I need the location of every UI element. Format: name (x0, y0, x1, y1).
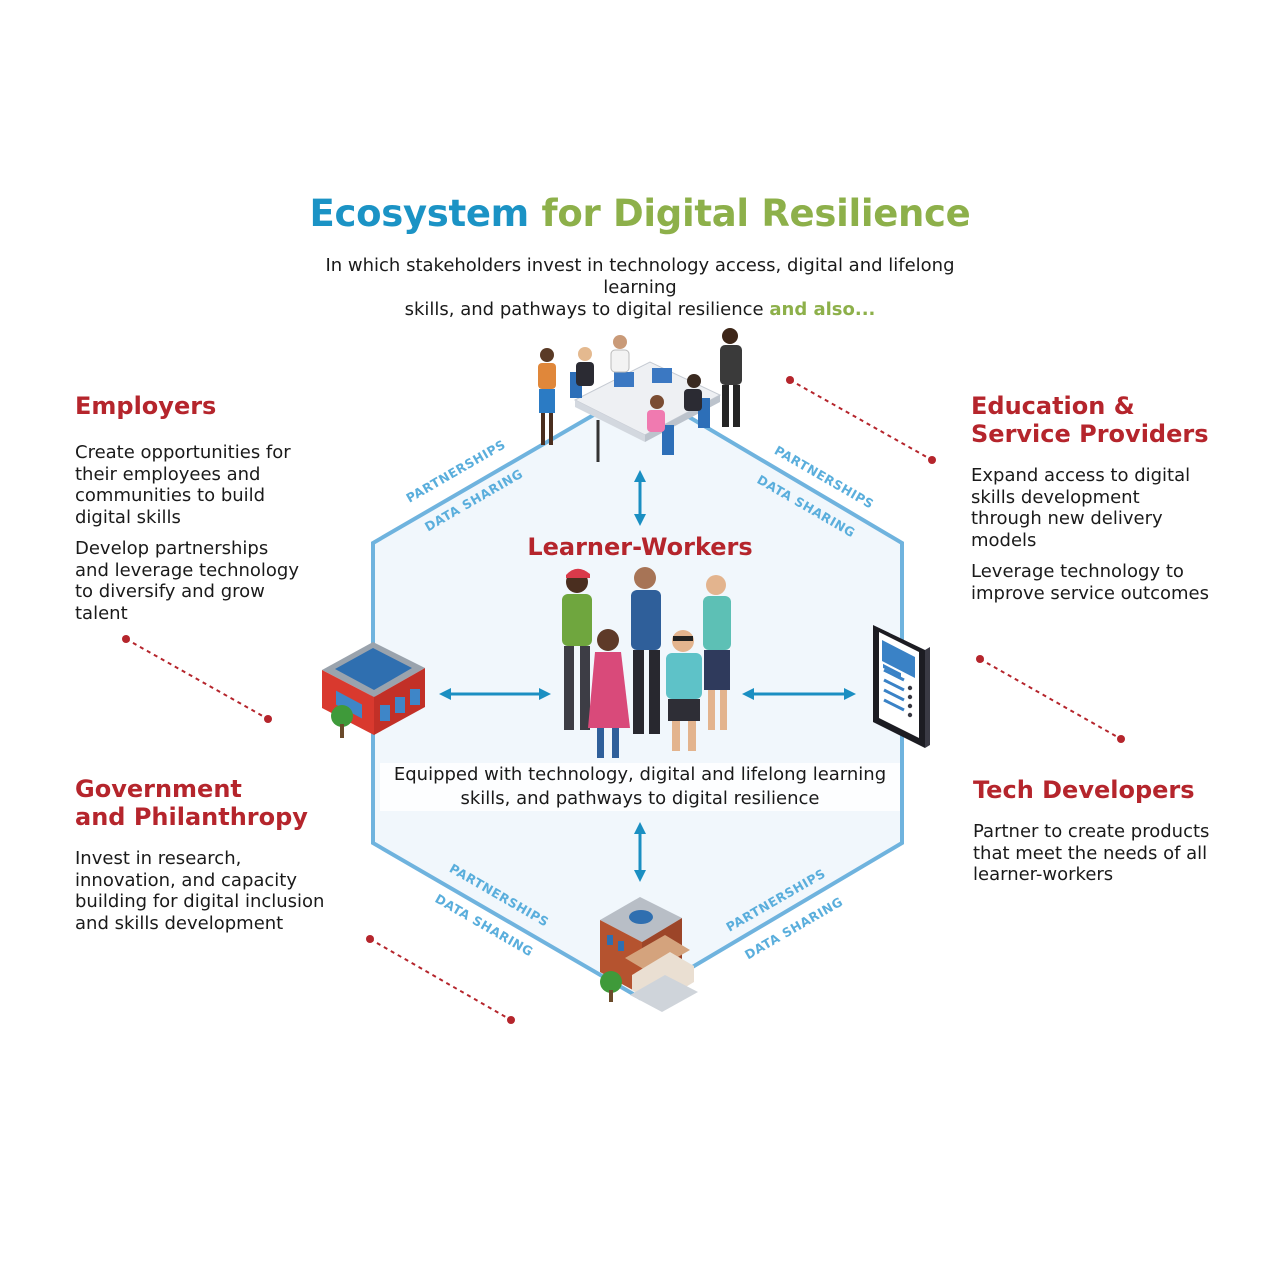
center-title: Learner-Workers (527, 533, 753, 561)
employers-point-2: Develop partnerships and leverage techno… (75, 538, 299, 624)
center-description: Equipped with technology, digital and li… (380, 763, 900, 811)
meeting-illustration (538, 328, 742, 462)
government-heading-line-2: and Philanthropy (75, 803, 308, 831)
connector-arrows (439, 470, 856, 882)
learner-workers-illustration (562, 567, 731, 758)
education-description: Expand access to digital skills developm… (971, 465, 1216, 614)
subtitle-line-2-text: skills, and pathways to digital resilien… (404, 299, 764, 320)
tech-heading: Tech Developers (973, 776, 1195, 804)
education-point-1: Expand access to digital skills developm… (971, 465, 1191, 551)
education-heading: Education & Service Providers (971, 392, 1209, 448)
education-point-2: Leverage technology to improve service o… (971, 561, 1209, 604)
dotted-line-education (789, 379, 933, 461)
government-heading: Government and Philanthropy (75, 775, 308, 831)
education-heading-line-2: Service Providers (971, 420, 1209, 448)
tech-description: Partner to create products that meet the… (973, 821, 1213, 896)
page-title: Ecosystem for Digital Resilience (0, 192, 1280, 235)
center-desc-line-2: skills, and pathways to digital resilien… (460, 788, 820, 809)
tablet-illustration (873, 625, 930, 748)
dotted-line-government (369, 938, 512, 1021)
center-desc-line-1: Equipped with technology, digital and li… (393, 764, 887, 785)
title-part-green: for Digital Resilience (541, 192, 971, 235)
government-building-illustration (600, 897, 698, 1012)
employer-building-illustration (322, 642, 425, 738)
government-point-1: Invest in research, innovation, and capa… (75, 848, 325, 934)
page-subtitle: In which stakeholders invest in technolo… (290, 255, 990, 321)
employers-heading: Employers (75, 392, 217, 420)
government-heading-line-1: Government (75, 775, 242, 803)
employers-point-1: Create opportunities for their employees… (75, 442, 291, 528)
dotted-line-employers (125, 638, 269, 720)
employers-description: Create opportunities for their employees… (75, 442, 305, 634)
subtitle-line-1: In which stakeholders invest in technolo… (325, 255, 955, 298)
subtitle-line-2: skills, and pathways to digital resilien… (290, 299, 990, 321)
education-heading-line-1: Education & (971, 392, 1135, 420)
government-description: Invest in research, innovation, and capa… (75, 848, 345, 944)
tech-point-1: Partner to create products that meet the… (973, 821, 1210, 885)
title-part-blue: Ecosystem (309, 192, 530, 235)
dotted-line-tech (979, 658, 1122, 740)
subtitle-accent: and also... (769, 299, 876, 320)
dotted-lines (122, 376, 1125, 1024)
